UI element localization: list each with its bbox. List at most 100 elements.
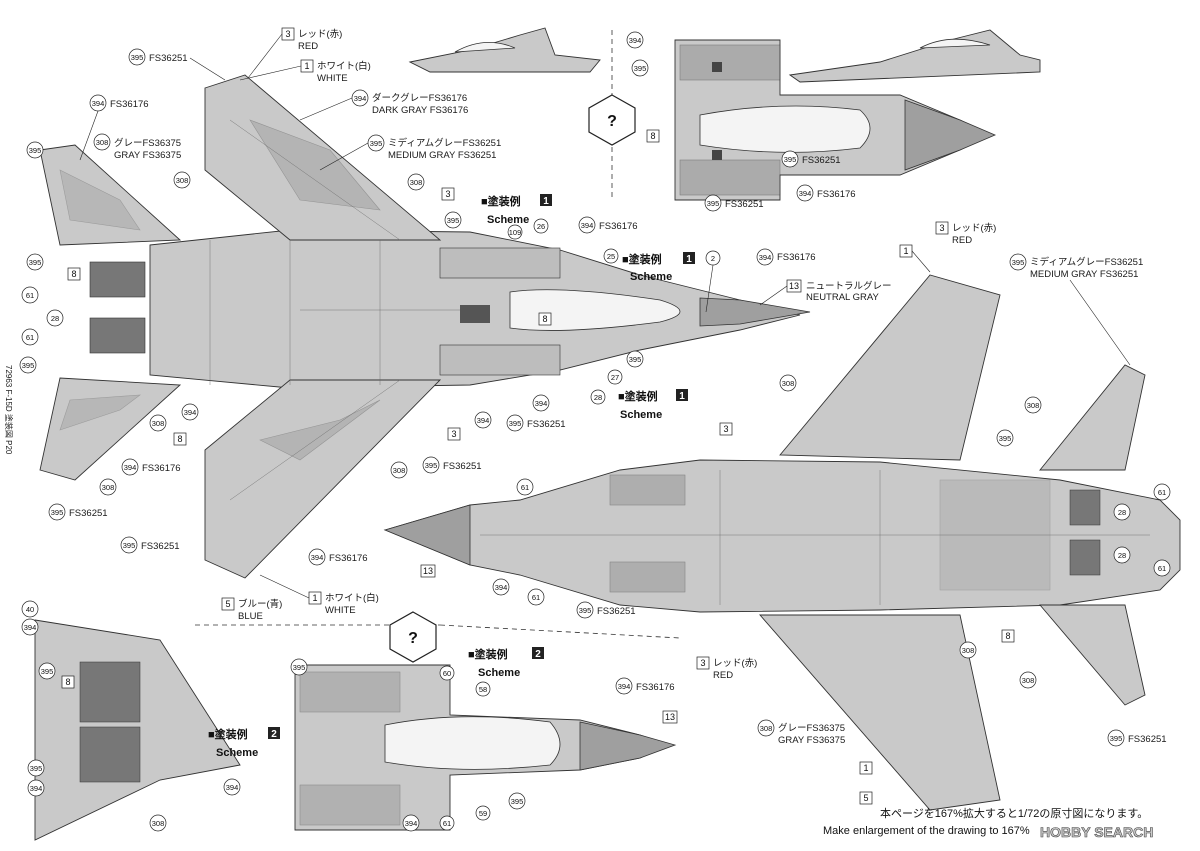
- callout-395-b: 395: [444, 211, 462, 229]
- callout-61-bv-d: 61: [527, 588, 545, 606]
- callout-61-bv-a: 61: [1153, 483, 1171, 501]
- callout-13-lm: 13: [662, 710, 678, 724]
- callout-8-top: 8: [538, 312, 552, 326]
- svg-text:28: 28: [1118, 551, 1126, 560]
- svg-text:25: 25: [607, 252, 615, 261]
- svg-text:13: 13: [789, 281, 799, 291]
- svg-text:8: 8: [65, 677, 70, 687]
- svg-text:394: 394: [92, 99, 105, 108]
- svg-text:ダークグレーFS36176: ダークグレーFS36176: [372, 92, 467, 104]
- svg-text:5: 5: [863, 793, 868, 803]
- svg-text:394: 394: [535, 399, 548, 408]
- svg-text:395: 395: [425, 461, 438, 470]
- svg-text:3: 3: [285, 29, 290, 39]
- svg-text:Scheme: Scheme: [487, 214, 529, 226]
- svg-text:1: 1: [679, 391, 685, 402]
- callout-red-bv: 3 レッド(赤) RED: [935, 221, 996, 246]
- svg-text:DARK GRAY FS36176: DARK GRAY FS36176: [372, 105, 468, 116]
- callout-13-bv: 13: [420, 564, 436, 578]
- callout-1-bv: 1: [899, 244, 931, 273]
- svg-text:308: 308: [102, 483, 115, 492]
- svg-text:394: 394: [184, 408, 197, 417]
- svg-text:FS36251: FS36251: [141, 541, 180, 552]
- callout-395-ll-a: 395: [38, 662, 56, 680]
- svg-text:レッド(赤): レッド(赤): [713, 658, 757, 669]
- svg-text:グレーFS36375: グレーFS36375: [114, 137, 181, 149]
- svg-text:61: 61: [26, 333, 34, 342]
- callout-white-top: 1 ホワイト(白) WHITE: [239, 59, 371, 84]
- svg-text:FS36251: FS36251: [527, 419, 566, 430]
- callout-394-nd-a: 394: [626, 31, 644, 49]
- callout-60: 60: [439, 665, 455, 681]
- svg-text:MEDIUM GRAY FS36251: MEDIUM GRAY FS36251: [388, 150, 496, 161]
- callout-394-d: 394: [181, 403, 199, 421]
- svg-text:40: 40: [26, 605, 34, 614]
- svg-text:3: 3: [939, 223, 944, 233]
- svg-text:MEDIUM GRAY FS36251: MEDIUM GRAY FS36251: [1030, 269, 1138, 280]
- callout-394-c: 394: [474, 411, 492, 429]
- callout-25: 25: [603, 248, 619, 264]
- svg-text:RED: RED: [952, 235, 972, 246]
- callout-395-lm-b: 395: [508, 792, 526, 810]
- svg-text:FS36251: FS36251: [149, 53, 188, 64]
- svg-text:GRAY FS36375: GRAY FS36375: [114, 150, 181, 161]
- svg-text:FS36251: FS36251: [69, 508, 108, 519]
- svg-text:308: 308: [962, 646, 975, 655]
- svg-text:395: 395: [123, 541, 136, 550]
- svg-text:28: 28: [51, 314, 59, 323]
- svg-text:395: 395: [447, 216, 460, 225]
- callout-308-b: 308: [407, 173, 425, 191]
- svg-text:395: 395: [707, 199, 720, 208]
- callout-395-fs-left: 395 FS36251: [48, 503, 108, 521]
- callout-neutral-gray-top: 13 ニュートラルグレー NEUTRAL GRAY: [759, 279, 892, 306]
- scheme-label-nose-bottom: ■塗装例 1 Scheme: [618, 389, 688, 421]
- callout-395-fs-nd: 395 FS36251: [781, 150, 841, 168]
- svg-text:ブルー(青): ブルー(青): [238, 598, 282, 610]
- svg-text:NEUTRAL GRAY: NEUTRAL GRAY: [806, 292, 880, 303]
- svg-text:394: 394: [30, 784, 43, 793]
- svg-text:Scheme: Scheme: [620, 409, 662, 421]
- callout-394-fs-top: 394 FS36176: [578, 216, 638, 234]
- svg-text:394: 394: [618, 682, 631, 691]
- svg-text:ホワイト(白): ホワイト(白): [317, 60, 371, 72]
- svg-text:RED: RED: [298, 41, 318, 52]
- callout-28-bv-b: 28: [1113, 546, 1131, 564]
- svg-text:308: 308: [96, 138, 109, 147]
- callout-394-fs-lower: 394 FS36176: [308, 548, 368, 566]
- callout-red-bv-lower: 3 レッド(赤) RED: [696, 656, 757, 681]
- callout-395-c: 395: [626, 350, 644, 368]
- side-profile-left: [408, 27, 601, 73]
- svg-text:ニュートラルグレー: ニュートラルグレー: [806, 280, 892, 292]
- svg-text:■塗装例: ■塗装例: [622, 252, 662, 266]
- svg-text:394: 394: [629, 36, 642, 45]
- svg-text:395: 395: [370, 139, 383, 148]
- svg-text:394: 394: [24, 623, 37, 632]
- scheme-label-lower-tail: ■塗装例 2 Scheme: [208, 727, 280, 759]
- svg-text:FS36176: FS36176: [817, 189, 856, 200]
- svg-text:ミディアムグレーFS36251: ミディアムグレーFS36251: [1030, 256, 1143, 268]
- svg-text:395: 395: [131, 53, 144, 62]
- svg-text:308: 308: [1027, 401, 1040, 410]
- callout-395-top-left: 395 FS36251: [128, 48, 226, 81]
- svg-text:395: 395: [511, 797, 524, 806]
- svg-text:394: 394: [477, 416, 490, 425]
- svg-text:395: 395: [30, 764, 43, 773]
- callout-gray-bv: 308 グレーFS36375 GRAY FS36375: [757, 719, 845, 746]
- svg-text:レッド(赤): レッド(赤): [298, 29, 342, 40]
- callout-109: 109: [507, 224, 523, 240]
- callout-61-a: 61: [21, 286, 39, 304]
- svg-text:8: 8: [650, 131, 655, 141]
- callout-394-bv: 394: [492, 578, 510, 596]
- svg-text:3: 3: [445, 189, 450, 199]
- svg-text:308: 308: [393, 466, 406, 475]
- callout-394-fs-left: 394 FS36176: [121, 458, 181, 476]
- callout-308-c: 308: [390, 461, 408, 479]
- svg-text:395: 395: [784, 155, 797, 164]
- svg-text:1: 1: [543, 196, 549, 207]
- callout-395-d: 395: [26, 253, 44, 271]
- callout-308-bv-c: 308: [959, 641, 977, 659]
- side-profile-right: [788, 29, 1041, 83]
- svg-text:FS36251: FS36251: [1128, 734, 1167, 745]
